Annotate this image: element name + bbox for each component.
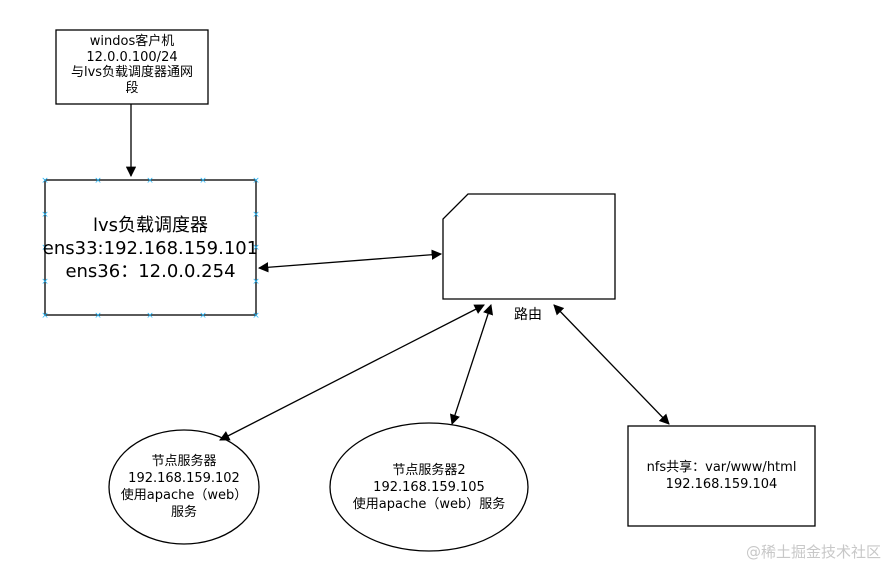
router-shape[interactable] <box>442 193 616 300</box>
svg-text:×: × <box>199 176 207 186</box>
node1-line2: 192.168.159.102 <box>128 471 240 486</box>
node1-line4: 服务 <box>170 505 197 520</box>
edge-router-nfs[interactable] <box>553 304 670 425</box>
selection-handles[interactable]: × × × × × × × × × × × × × × × × <box>41 176 260 321</box>
svg-text:×: × <box>94 311 102 321</box>
node1-line3: 使用apache（web） <box>120 488 248 503</box>
svg-text:×: × <box>94 176 102 186</box>
nfs-line2: 192.168.159.104 <box>665 477 778 492</box>
nfs-box[interactable] <box>627 425 816 527</box>
nfs-label: nfs共享：var/www/html 192.168.159.104 <box>628 459 815 493</box>
client-line2: 12.0.0.100/24 <box>86 49 178 65</box>
lvs-label: lvs负载调度器 ens33:192.168.159.101 ens36：12.… <box>40 214 261 283</box>
client-line3: 与lvs负载调度器通网 <box>70 65 194 80</box>
svg-text:×: × <box>252 176 260 186</box>
edge-lvs-router[interactable] <box>257 249 443 273</box>
client-box[interactable] <box>55 29 209 105</box>
svg-text:×: × <box>41 311 49 321</box>
node1-ellipse[interactable] <box>108 429 260 545</box>
lvs-box[interactable] <box>44 179 257 316</box>
svg-text:×: × <box>41 176 49 186</box>
svg-text:×: × <box>146 311 154 321</box>
svg-text:×: × <box>252 277 260 287</box>
node2-line2: 192.168.159.105 <box>373 480 485 495</box>
nfs-line1: nfs共享：var/www/html <box>646 460 797 475</box>
client-label: windos客户机 12.0.0.100/24 与lvs负载调度器通网 段 <box>56 34 208 96</box>
watermark: @稀土掘金技术社区 <box>745 543 881 561</box>
client-line1: windos客户机 <box>89 34 175 49</box>
lvs-ens36: ens36：12.0.0.254 <box>65 261 236 282</box>
lvs-ens33: ens33:192.168.159.101 <box>42 238 259 259</box>
svg-text:×: × <box>146 176 154 186</box>
lvs-title: lvs负载调度器 <box>92 215 209 236</box>
node2-line1: 节点服务器2 <box>392 463 466 478</box>
node1-label: 节点服务器 192.168.159.102 使用apache（web） 服务 <box>104 453 264 521</box>
node2-line3: 使用apache（web）服务 <box>352 497 506 512</box>
svg-text:×: × <box>252 243 260 253</box>
client-line4: 段 <box>125 80 139 96</box>
svg-text:×: × <box>199 311 207 321</box>
edge-router-node2[interactable] <box>449 304 494 425</box>
edge-router-node1[interactable] <box>219 304 485 441</box>
svg-text:×: × <box>41 277 49 287</box>
svg-text:×: × <box>41 210 49 220</box>
router-label: 路由 <box>514 307 542 323</box>
svg-text:×: × <box>41 243 49 253</box>
node2-label: 节点服务器2 192.168.159.105 使用apache（web）服务 <box>330 462 528 513</box>
svg-text:×: × <box>252 210 260 220</box>
svg-text:×: × <box>252 311 260 321</box>
node1-line1: 节点服务器 <box>151 454 217 469</box>
